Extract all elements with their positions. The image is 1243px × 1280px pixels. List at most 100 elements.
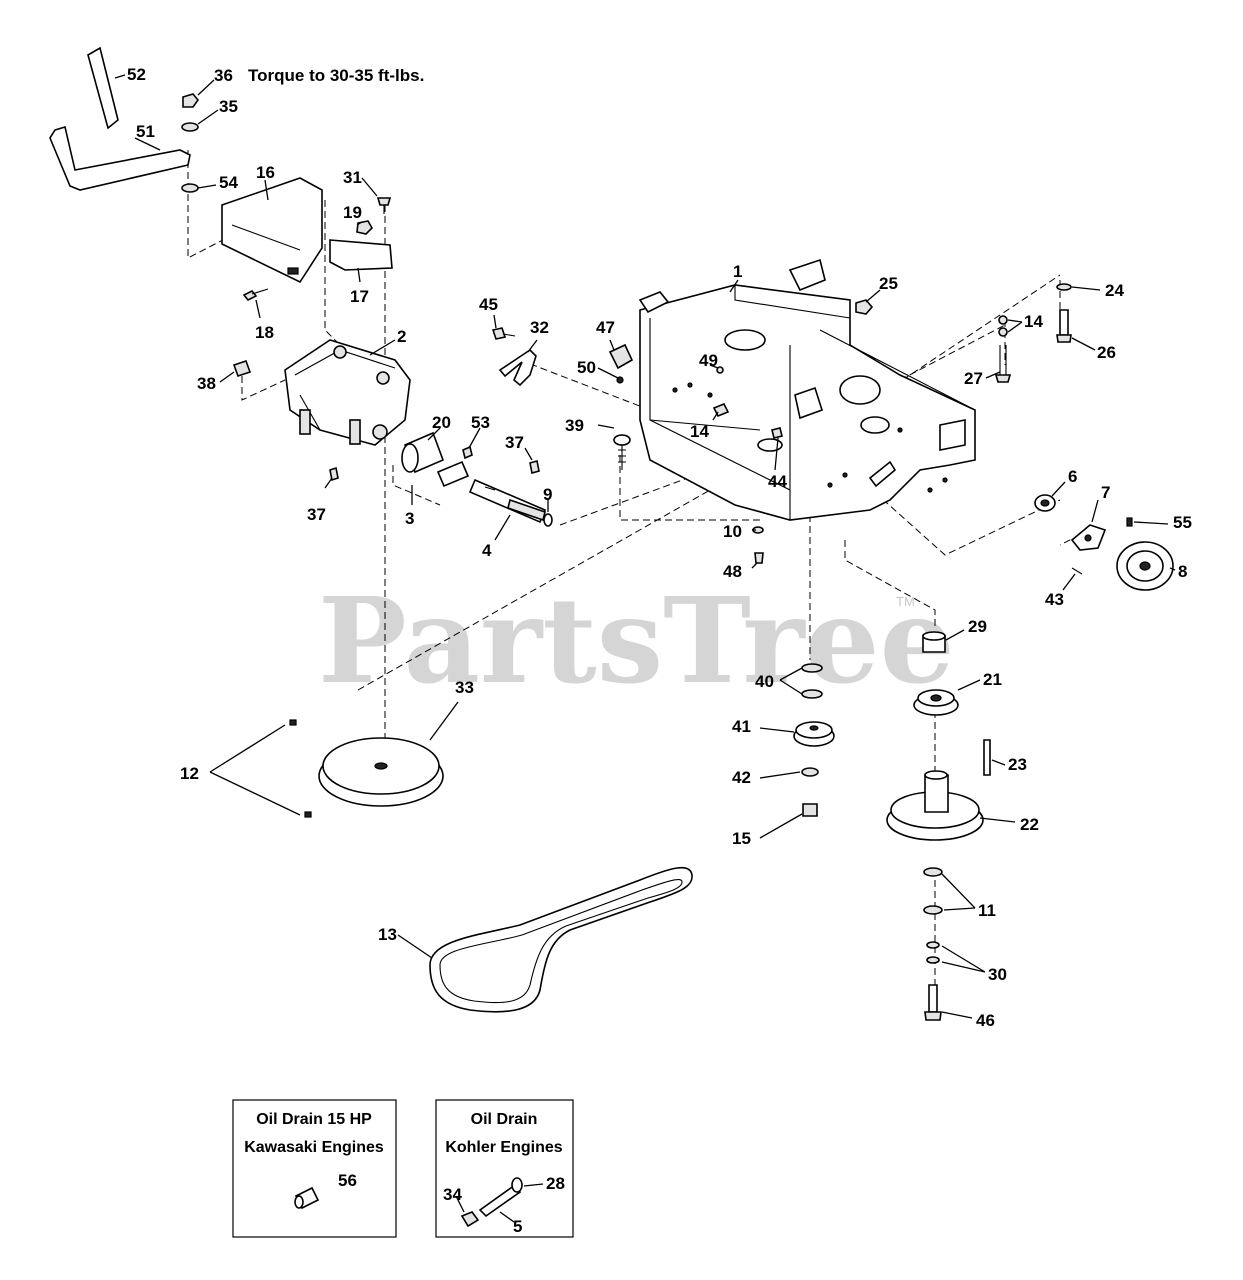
bolt-26 bbox=[1056, 309, 1072, 343]
inset-kohler-line2: Kohler Engines bbox=[445, 1139, 562, 1156]
callout-46: 46 bbox=[976, 1011, 995, 1030]
coupler bbox=[436, 460, 470, 488]
nut-25 bbox=[855, 299, 874, 315]
inset-kawasaki-line1: Oil Drain 15 HP bbox=[256, 1111, 372, 1128]
callout-16: 16 bbox=[256, 163, 275, 182]
inset-kawasaki: Oil Drain 15 HP Kawasaki Engines 56 bbox=[232, 1099, 397, 1238]
ring-9 bbox=[543, 513, 553, 527]
callout-55: 55 bbox=[1173, 513, 1192, 532]
callouts: 52 51 36 Torque to 30-35 ft-lbs. 35 54 1… bbox=[127, 65, 1192, 1030]
bracket bbox=[329, 239, 393, 271]
key-37-lower bbox=[329, 466, 339, 482]
shaft bbox=[468, 478, 547, 524]
pulley-8 bbox=[1116, 541, 1174, 591]
callout-35: 35 bbox=[219, 97, 238, 116]
screw-43 bbox=[1071, 567, 1083, 575]
main-frame bbox=[638, 258, 976, 521]
lever-32 bbox=[498, 348, 537, 387]
key-37-upper bbox=[529, 459, 540, 475]
callout-30: 30 bbox=[988, 965, 1007, 984]
oil-drain-fitting-56 bbox=[294, 1186, 320, 1210]
idler-41 bbox=[793, 721, 835, 747]
watermark-text: PartsTree bbox=[318, 571, 955, 710]
callout-14-upper: 14 bbox=[1024, 312, 1043, 331]
pin-53 bbox=[462, 445, 473, 460]
bolt-31 bbox=[376, 197, 392, 214]
callout-36: 36 bbox=[214, 66, 233, 85]
bolt-27 bbox=[994, 345, 1012, 383]
nut-19 bbox=[356, 220, 373, 235]
nut-36 bbox=[182, 93, 200, 108]
nut-14-upper bbox=[998, 315, 1008, 337]
key-23 bbox=[983, 739, 991, 776]
callout-44: 44 bbox=[768, 472, 787, 491]
callout-56: 56 bbox=[338, 1171, 357, 1190]
bearing-pulley-21 bbox=[913, 689, 959, 716]
callout-23: 23 bbox=[1008, 755, 1027, 774]
callout-42: 42 bbox=[732, 768, 751, 787]
callout-13: 13 bbox=[378, 925, 397, 944]
washer-42 bbox=[801, 767, 819, 777]
nut-15 bbox=[802, 803, 818, 817]
callout-4: 4 bbox=[482, 541, 492, 560]
callout-3: 3 bbox=[405, 509, 414, 528]
callout-50: 50 bbox=[577, 358, 596, 377]
callout-24: 24 bbox=[1105, 281, 1124, 300]
washer-35 bbox=[181, 122, 199, 132]
flange-7 bbox=[1070, 524, 1107, 551]
callout-25: 25 bbox=[879, 274, 898, 293]
callout-38: 38 bbox=[197, 374, 216, 393]
callout-47: 47 bbox=[596, 318, 615, 337]
callout-21: 21 bbox=[983, 670, 1002, 689]
handle-grip bbox=[87, 46, 119, 130]
callout-40: 40 bbox=[755, 672, 774, 691]
set-screws-12 bbox=[289, 719, 312, 818]
key-55 bbox=[1126, 517, 1133, 527]
callout-14-lower: 14 bbox=[690, 422, 709, 441]
spacer-29 bbox=[922, 631, 946, 653]
callout-37-lower: 37 bbox=[307, 505, 326, 524]
callout-48: 48 bbox=[723, 562, 742, 581]
bolt-44 bbox=[771, 427, 783, 439]
screw-50 bbox=[616, 376, 624, 384]
callout-6: 6 bbox=[1068, 467, 1077, 486]
callout-5: 5 bbox=[513, 1217, 522, 1236]
screw-18 bbox=[242, 288, 269, 302]
inset-kawasaki-line2: Kawasaki Engines bbox=[244, 1139, 384, 1156]
callout-49: 49 bbox=[699, 351, 718, 370]
washers-30 bbox=[926, 941, 940, 964]
watermark-trademark: TM bbox=[896, 594, 915, 609]
nut-49 bbox=[716, 366, 724, 374]
washer-24 bbox=[1056, 283, 1072, 291]
callout-9: 9 bbox=[543, 485, 552, 504]
callout-29: 29 bbox=[968, 617, 987, 636]
callout-28: 28 bbox=[546, 1174, 565, 1193]
callout-20: 20 bbox=[432, 413, 451, 432]
washer-54 bbox=[181, 183, 199, 193]
callout-10: 10 bbox=[723, 522, 742, 541]
callout-7: 7 bbox=[1101, 483, 1110, 502]
callout-41: 41 bbox=[732, 717, 751, 736]
belt-13 bbox=[429, 866, 693, 1013]
callout-18: 18 bbox=[255, 323, 274, 342]
callout-31: 31 bbox=[343, 168, 362, 187]
inset-kohler: Oil Drain Kohler Engines 28 5 34 bbox=[435, 1099, 574, 1238]
callout-17: 17 bbox=[350, 287, 369, 306]
callout-22: 22 bbox=[1020, 815, 1039, 834]
switch-47 bbox=[608, 343, 634, 370]
plug-34 bbox=[460, 1211, 480, 1228]
callout-11: 11 bbox=[978, 901, 996, 920]
callout-19: 19 bbox=[343, 203, 362, 222]
inset-kohler-line1: Oil Drain bbox=[471, 1111, 538, 1128]
torque-note: Torque to 30-35 ft-lbs. bbox=[248, 66, 424, 85]
cover-plate bbox=[221, 177, 323, 284]
callout-8: 8 bbox=[1178, 562, 1187, 581]
callout-15: 15 bbox=[732, 829, 751, 848]
callout-33: 33 bbox=[455, 678, 474, 697]
washers-11 bbox=[923, 867, 943, 915]
carriage-bolt-39 bbox=[613, 434, 631, 470]
gearbox bbox=[284, 339, 411, 446]
leader-lines bbox=[114, 74, 1176, 1019]
callout-32: 32 bbox=[530, 318, 549, 337]
callout-52: 52 bbox=[127, 65, 146, 84]
